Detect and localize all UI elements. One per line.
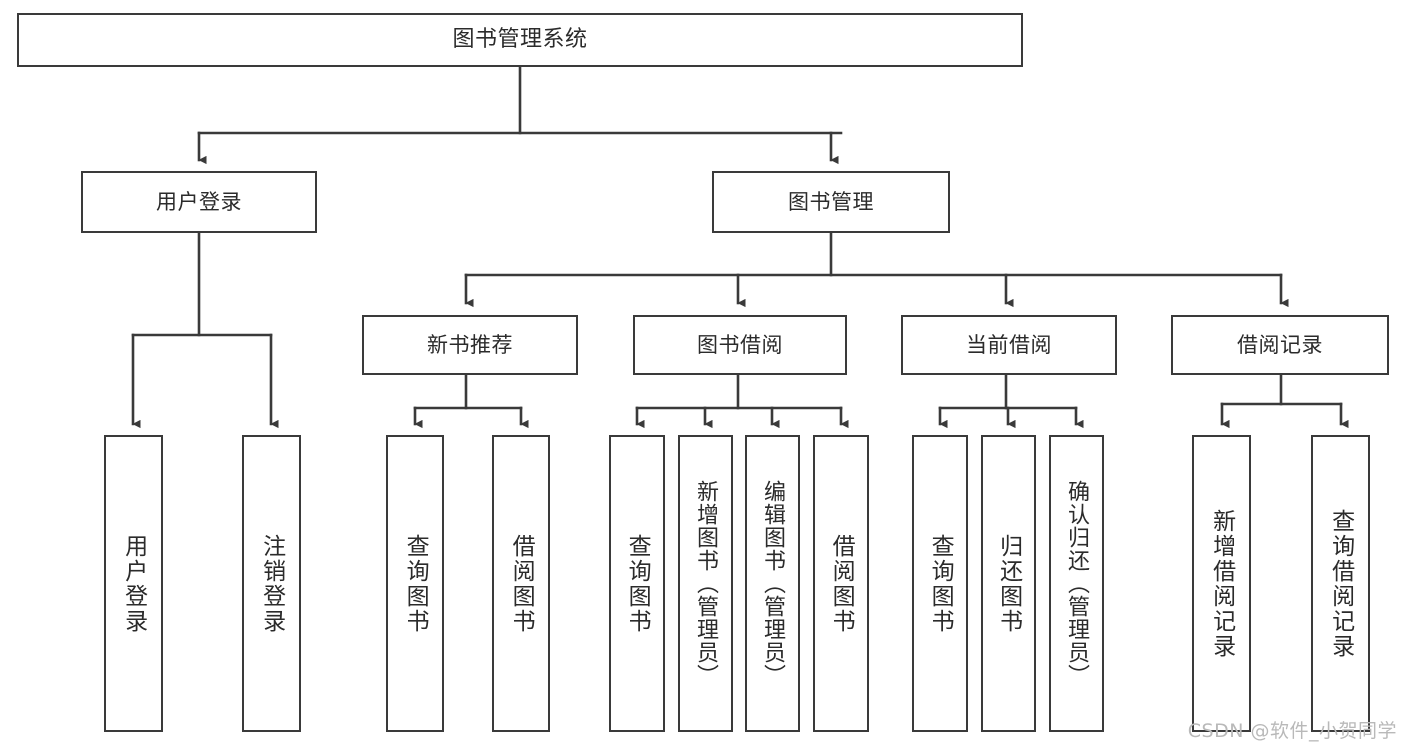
node-label: 注销登录 [258,533,285,634]
leaf-user-login[interactable]: 用户登录 [104,435,163,732]
leaf-query-book-borrow[interactable]: 查询图书 [609,435,665,732]
leaf-query-book-current[interactable]: 查询图书 [912,435,968,732]
node-label: 图书借阅 [697,332,783,357]
leaf-borrow-book[interactable]: 借阅图书 [813,435,869,732]
leaf-query-book-recommend[interactable]: 查询图书 [386,435,444,732]
node-label: 查询图书 [402,533,429,634]
node-user-login[interactable]: 用户登录 [81,171,317,233]
leaf-add-book-admin[interactable]: 新增图书（管理员） [678,435,733,732]
leaf-edit-book-admin[interactable]: 编辑图书（管理员） [745,435,800,732]
node-label: 借阅图书 [508,533,535,634]
node-new-book-recommendation[interactable]: 新书推荐 [362,315,578,375]
leaf-add-borrow-record[interactable]: 新增借阅记录 [1192,435,1251,732]
node-label: 确认归还（管理员） [1064,480,1090,687]
leaf-logout[interactable]: 注销登录 [242,435,301,732]
node-label: 编辑图书（管理员） [760,480,786,687]
node-label: 借阅图书 [828,533,855,634]
node-label: 借阅记录 [1237,332,1323,357]
node-label: 用户登录 [120,533,147,634]
leaf-return-book[interactable]: 归还图书 [981,435,1036,732]
node-label: 新增图书（管理员） [693,480,719,687]
node-label: 查询图书 [927,533,954,634]
leaf-borrow-book-recommend[interactable]: 借阅图书 [492,435,550,732]
leaf-confirm-return-admin[interactable]: 确认归还（管理员） [1049,435,1104,732]
node-root-book-management-system[interactable]: 图书管理系统 [17,13,1023,67]
node-label: 图书管理系统 [452,27,588,53]
node-book-management[interactable]: 图书管理 [712,171,950,233]
node-label: 新增借阅记录 [1208,508,1235,659]
node-label: 归还图书 [995,533,1022,634]
node-current-borrowing[interactable]: 当前借阅 [901,315,1117,375]
node-label: 当前借阅 [966,332,1052,357]
node-label: 查询借阅记录 [1327,508,1354,659]
leaf-query-borrow-record[interactable]: 查询借阅记录 [1311,435,1370,732]
node-label: 图书管理 [788,189,874,214]
node-book-borrowing[interactable]: 图书借阅 [633,315,847,375]
node-label: 用户登录 [156,189,242,214]
node-borrow-records[interactable]: 借阅记录 [1171,315,1389,375]
node-label: 新书推荐 [427,332,513,357]
node-label: 查询图书 [624,533,651,634]
csdn-watermark: CSDN @软件_小贺同学 [1187,720,1397,742]
